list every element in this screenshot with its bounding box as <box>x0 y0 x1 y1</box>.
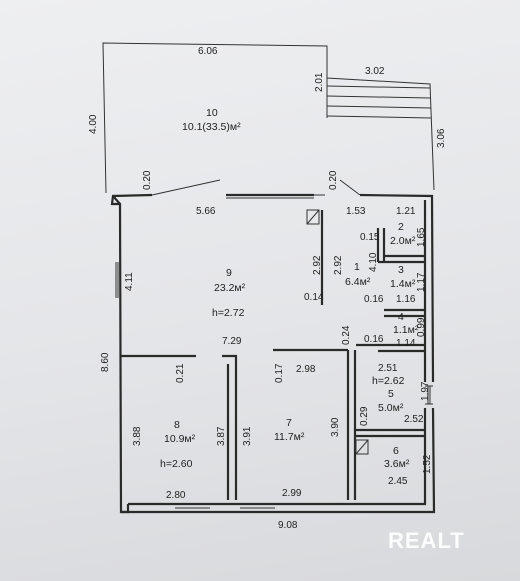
svg-text:23.2м²: 23.2м² <box>214 282 246 294</box>
svg-text:8: 8 <box>174 419 180 431</box>
dim-stairs-height: 2.01 <box>314 72 325 92</box>
room-6-label: 6 3.6м² <box>384 445 410 470</box>
svg-text:5.66: 5.66 <box>196 206 216 217</box>
terrace-outline <box>102 42 435 194</box>
svg-text:5.0м²: 5.0м² <box>378 402 404 414</box>
svg-text:4.11: 4.11 <box>124 272 135 291</box>
outer-walls <box>110 193 436 514</box>
svg-text:1.17: 1.17 <box>416 272 427 292</box>
svg-text:0.17: 0.17 <box>274 363 285 383</box>
svg-text:0.21: 0.21 <box>175 363 186 383</box>
dim-terrace-top: 6.06 <box>198 46 218 57</box>
svg-text:0.29: 0.29 <box>359 406 370 426</box>
svg-text:2.92: 2.92 <box>333 255 344 275</box>
svg-text:1.53: 1.53 <box>346 206 366 217</box>
room-8-label: 8 10.9м² h=2.60 <box>160 419 196 470</box>
dim-bottom: 9.08 <box>278 520 298 531</box>
room-9-label: 9 23.2м² h=2.72 <box>212 267 246 319</box>
svg-text:3.90: 3.90 <box>330 417 341 437</box>
svg-text:0.15: 0.15 <box>360 232 380 243</box>
room-4-label: 4 1.1м² <box>393 311 419 336</box>
svg-text:2: 2 <box>398 221 404 233</box>
svg-text:2.51: 2.51 <box>378 363 398 374</box>
svg-text:3.88: 3.88 <box>132 426 143 446</box>
svg-text:1: 1 <box>354 261 360 273</box>
svg-text:h=2.72: h=2.72 <box>212 307 245 319</box>
svg-text:10.1(33.5)м²: 10.1(33.5)м² <box>182 121 241 133</box>
svg-text:7.29: 7.29 <box>222 336 242 347</box>
svg-text:0.16: 0.16 <box>364 294 384 305</box>
svg-text:1.97: 1.97 <box>420 381 431 401</box>
svg-text:1.65: 1.65 <box>416 227 427 247</box>
svg-text:1.1м²: 1.1м² <box>393 324 419 336</box>
svg-text:4.10: 4.10 <box>368 252 379 272</box>
svg-text:2.45: 2.45 <box>388 476 408 487</box>
interior-walls <box>120 209 425 500</box>
svg-text:2.99: 2.99 <box>282 488 302 499</box>
svg-text:1.16: 1.16 <box>396 294 416 305</box>
door-swings <box>151 179 361 196</box>
svg-text:h=2.62: h=2.62 <box>372 375 405 387</box>
dim-terrace-left: 4.00 <box>88 114 99 134</box>
svg-text:1.4м²: 1.4м² <box>390 278 416 290</box>
svg-text:1.21: 1.21 <box>396 206 416 217</box>
svg-text:0.14: 0.14 <box>304 292 324 303</box>
svg-text:0.99: 0.99 <box>416 317 427 337</box>
svg-text:2.52: 2.52 <box>404 414 424 425</box>
svg-text:0.20: 0.20 <box>328 170 339 190</box>
room-3-label: 3 1.4м² <box>390 264 416 290</box>
svg-text:11.7м²: 11.7м² <box>274 431 305 443</box>
svg-text:3.6м²: 3.6м² <box>384 458 410 470</box>
svg-text:1.14: 1.14 <box>396 338 416 349</box>
svg-text:4: 4 <box>398 311 404 323</box>
svg-text:7: 7 <box>286 417 292 429</box>
svg-text:2.92: 2.92 <box>312 255 323 275</box>
interior-dimensions: 0.20 0.20 5.66 1.53 1.21 0.15 1.65 2.92 … <box>124 170 433 501</box>
room-10-label: 10 10.1(33.5)м² <box>182 107 241 133</box>
svg-text:0.24: 0.24 <box>341 325 352 345</box>
svg-text:9: 9 <box>226 267 232 279</box>
dim-left: 8.60 <box>100 352 111 372</box>
svg-text:2.98: 2.98 <box>296 364 316 375</box>
watermark-logo: REALT <box>388 528 465 553</box>
svg-text:0.16: 0.16 <box>364 334 384 345</box>
svg-text:2.80: 2.80 <box>166 490 186 501</box>
svg-text:5: 5 <box>388 388 394 400</box>
svg-text:10: 10 <box>206 107 218 119</box>
svg-text:3: 3 <box>398 264 404 276</box>
svg-text:0.20: 0.20 <box>142 170 153 190</box>
svg-text:6: 6 <box>393 445 399 457</box>
stairs <box>326 78 432 119</box>
svg-text:3.87: 3.87 <box>216 426 227 446</box>
dim-right: 3.06 <box>436 128 447 148</box>
room-7-label: 7 11.7м² <box>274 417 305 443</box>
room-5-label: h=2.62 5 5.0м² <box>372 375 405 414</box>
svg-text:10.9м²: 10.9м² <box>164 433 196 445</box>
room-1-label: 1 6.4м² <box>345 261 371 288</box>
svg-text:6.4м²: 6.4м² <box>345 276 371 288</box>
svg-text:3.91: 3.91 <box>242 426 253 446</box>
dim-stairs-width: 3.02 <box>365 66 385 77</box>
svg-text:2.0м²: 2.0м² <box>390 235 416 247</box>
svg-text:1.52: 1.52 <box>422 454 433 474</box>
room-2-label: 2 2.0м² <box>390 221 416 247</box>
svg-text:h=2.60: h=2.60 <box>160 458 193 470</box>
